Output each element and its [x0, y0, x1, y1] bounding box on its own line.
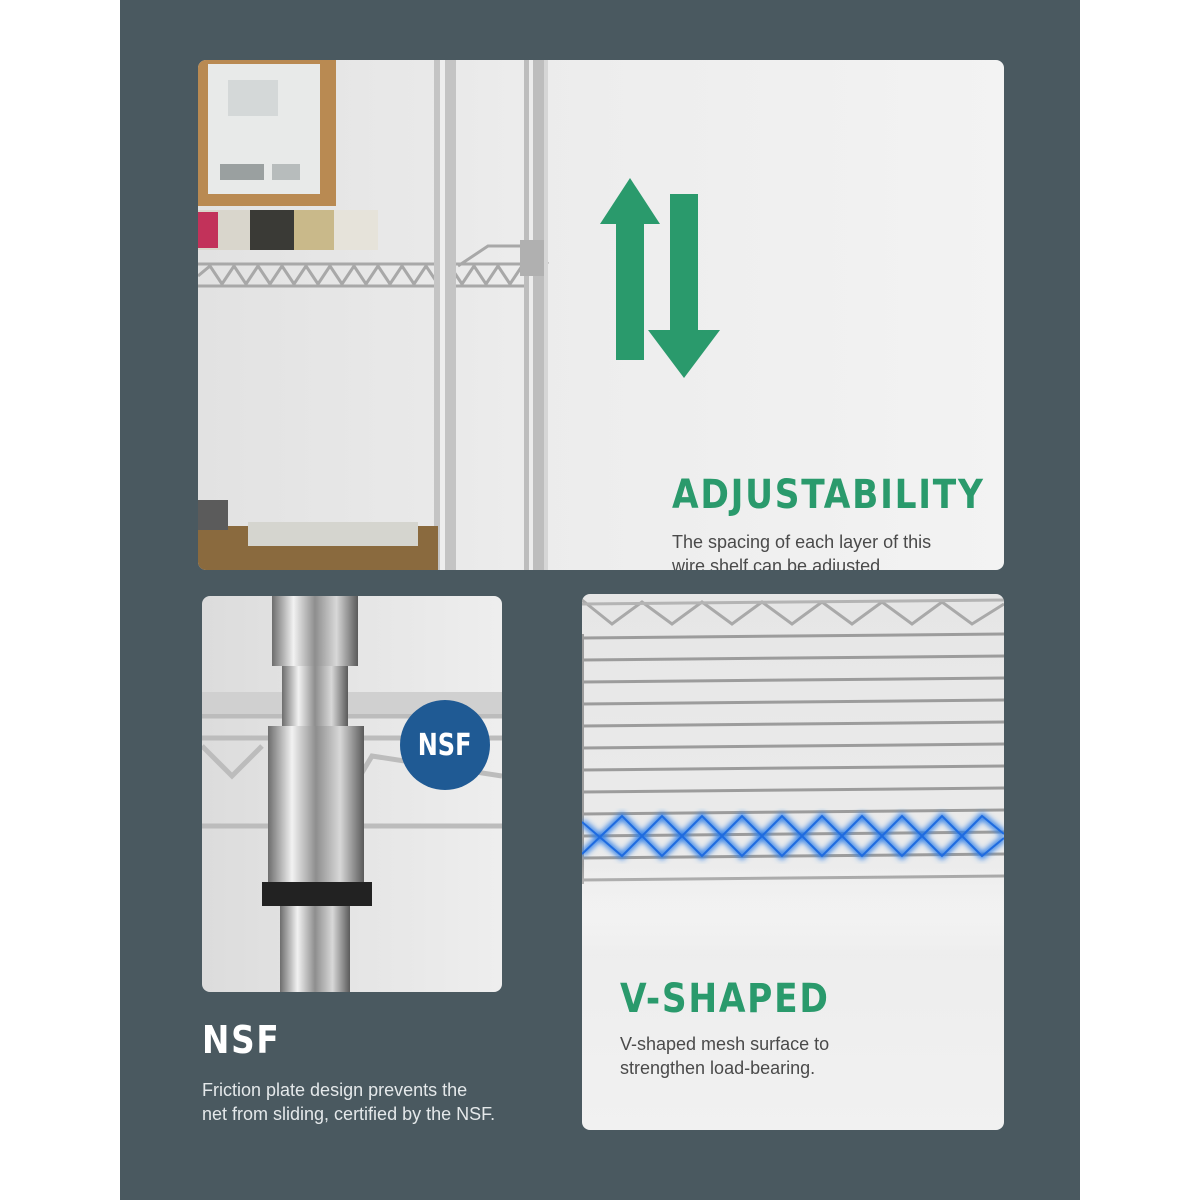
friction-plate-sleeve — [268, 726, 364, 886]
adjustability-description: The spacing of each layer of this wire s… — [672, 532, 932, 570]
mesh-photo — [582, 598, 1004, 954]
up-arrow — [600, 178, 660, 360]
v-shaped-heading: V-SHAPED — [620, 976, 830, 1022]
friction-plate — [262, 882, 372, 906]
up-down-arrows-icon — [600, 178, 720, 378]
background-panel: ADJUSTABILITY The spacing of each layer … — [120, 0, 1080, 1200]
nsf-badge-text: NSF — [418, 727, 472, 763]
shelf-photo — [198, 60, 550, 570]
adjustability-heading: ADJUSTABILITY — [672, 472, 985, 518]
nsf-card: NSF — [202, 596, 502, 992]
down-arrow — [648, 194, 720, 378]
pole-closeup-photo — [202, 596, 502, 992]
v-shaped-card: V-SHAPED V-shaped mesh surface to streng… — [582, 594, 1004, 1130]
nsf-heading: NSF — [202, 1018, 281, 1062]
nsf-description: Friction plate design prevents the net f… — [202, 1080, 496, 1124]
nsf-badge-icon: NSF — [400, 700, 490, 790]
wire-shelf — [198, 244, 550, 288]
mesh-border-zigzag — [582, 598, 1004, 626]
v-shaped-description: V-shaped mesh surface to strengthen load… — [620, 1034, 830, 1078]
v-shape-highlight — [582, 811, 1004, 861]
adjustability-card: ADJUSTABILITY The spacing of each layer … — [198, 60, 1004, 570]
